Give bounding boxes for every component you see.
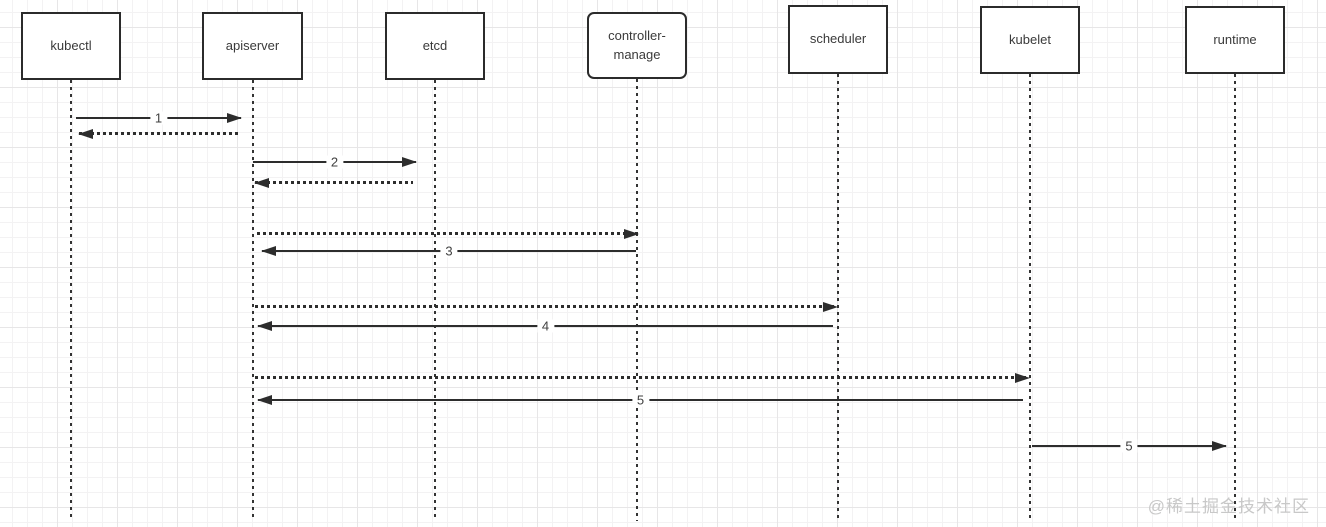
message-label: 4	[536, 319, 555, 333]
message-label: 1	[149, 111, 168, 125]
arrowhead-right-icon	[402, 157, 417, 167]
actor-box-controller-manage: controller- manage	[587, 12, 687, 79]
arrowhead-right-icon	[823, 301, 838, 312]
message-label: 5	[1120, 439, 1138, 453]
arrowhead-left-icon	[254, 177, 269, 188]
message-label: 2	[325, 155, 344, 169]
actor-box-apiserver: apiserver	[202, 12, 303, 80]
lifeline-apiserver	[252, 80, 254, 521]
arrowhead-left-icon	[78, 128, 93, 139]
lifeline-scheduler	[837, 74, 839, 521]
lifeline-etcd	[434, 80, 436, 521]
arrow-kubectl-to-apiserver: 1	[76, 111, 242, 125]
arrowhead-left-icon	[261, 246, 276, 256]
arrow-apiserver-to-etcd: 2	[253, 155, 417, 169]
actor-box-runtime: runtime	[1185, 6, 1285, 74]
arrowhead-right-icon	[227, 113, 242, 123]
arrow-controller-manage-to-apiserver: 3	[261, 244, 636, 258]
arrowhead-right-icon	[624, 228, 639, 239]
arrow-kubelet-to-runtime: 5	[1032, 439, 1227, 453]
juejin-watermark: @稀土掘金技术社区	[1147, 497, 1310, 516]
actor-box-kubectl: kubectl	[21, 12, 121, 80]
arrowhead-right-icon	[1015, 372, 1030, 383]
lifeline-runtime	[1234, 74, 1236, 521]
message-label: 3	[440, 244, 458, 258]
arrowhead-left-icon	[257, 395, 272, 405]
arrow-apiserver-to-kubelet	[255, 372, 1030, 383]
arrowhead-right-icon	[1212, 441, 1227, 451]
lifeline-controller-manage	[636, 79, 638, 521]
arrow-apiserver-to-controller-manage	[257, 228, 639, 239]
message-label: 5	[631, 393, 650, 407]
actor-box-kubelet: kubelet	[980, 6, 1080, 74]
arrowhead-left-icon	[257, 321, 272, 331]
arrow-scheduler-to-apiserver: 4	[257, 319, 833, 333]
lifeline-kubelet	[1029, 74, 1031, 521]
arrow-apiserver-to-scheduler	[255, 301, 838, 312]
arrow-kubelet-to-apiserver: 5	[257, 393, 1023, 407]
arrow-etcd-to-apiserver	[254, 177, 413, 188]
lifeline-kubectl	[70, 80, 72, 521]
arrow-apiserver-to-kubectl	[78, 128, 240, 139]
actor-box-scheduler: scheduler	[788, 5, 888, 74]
actor-box-etcd: etcd	[385, 12, 485, 80]
